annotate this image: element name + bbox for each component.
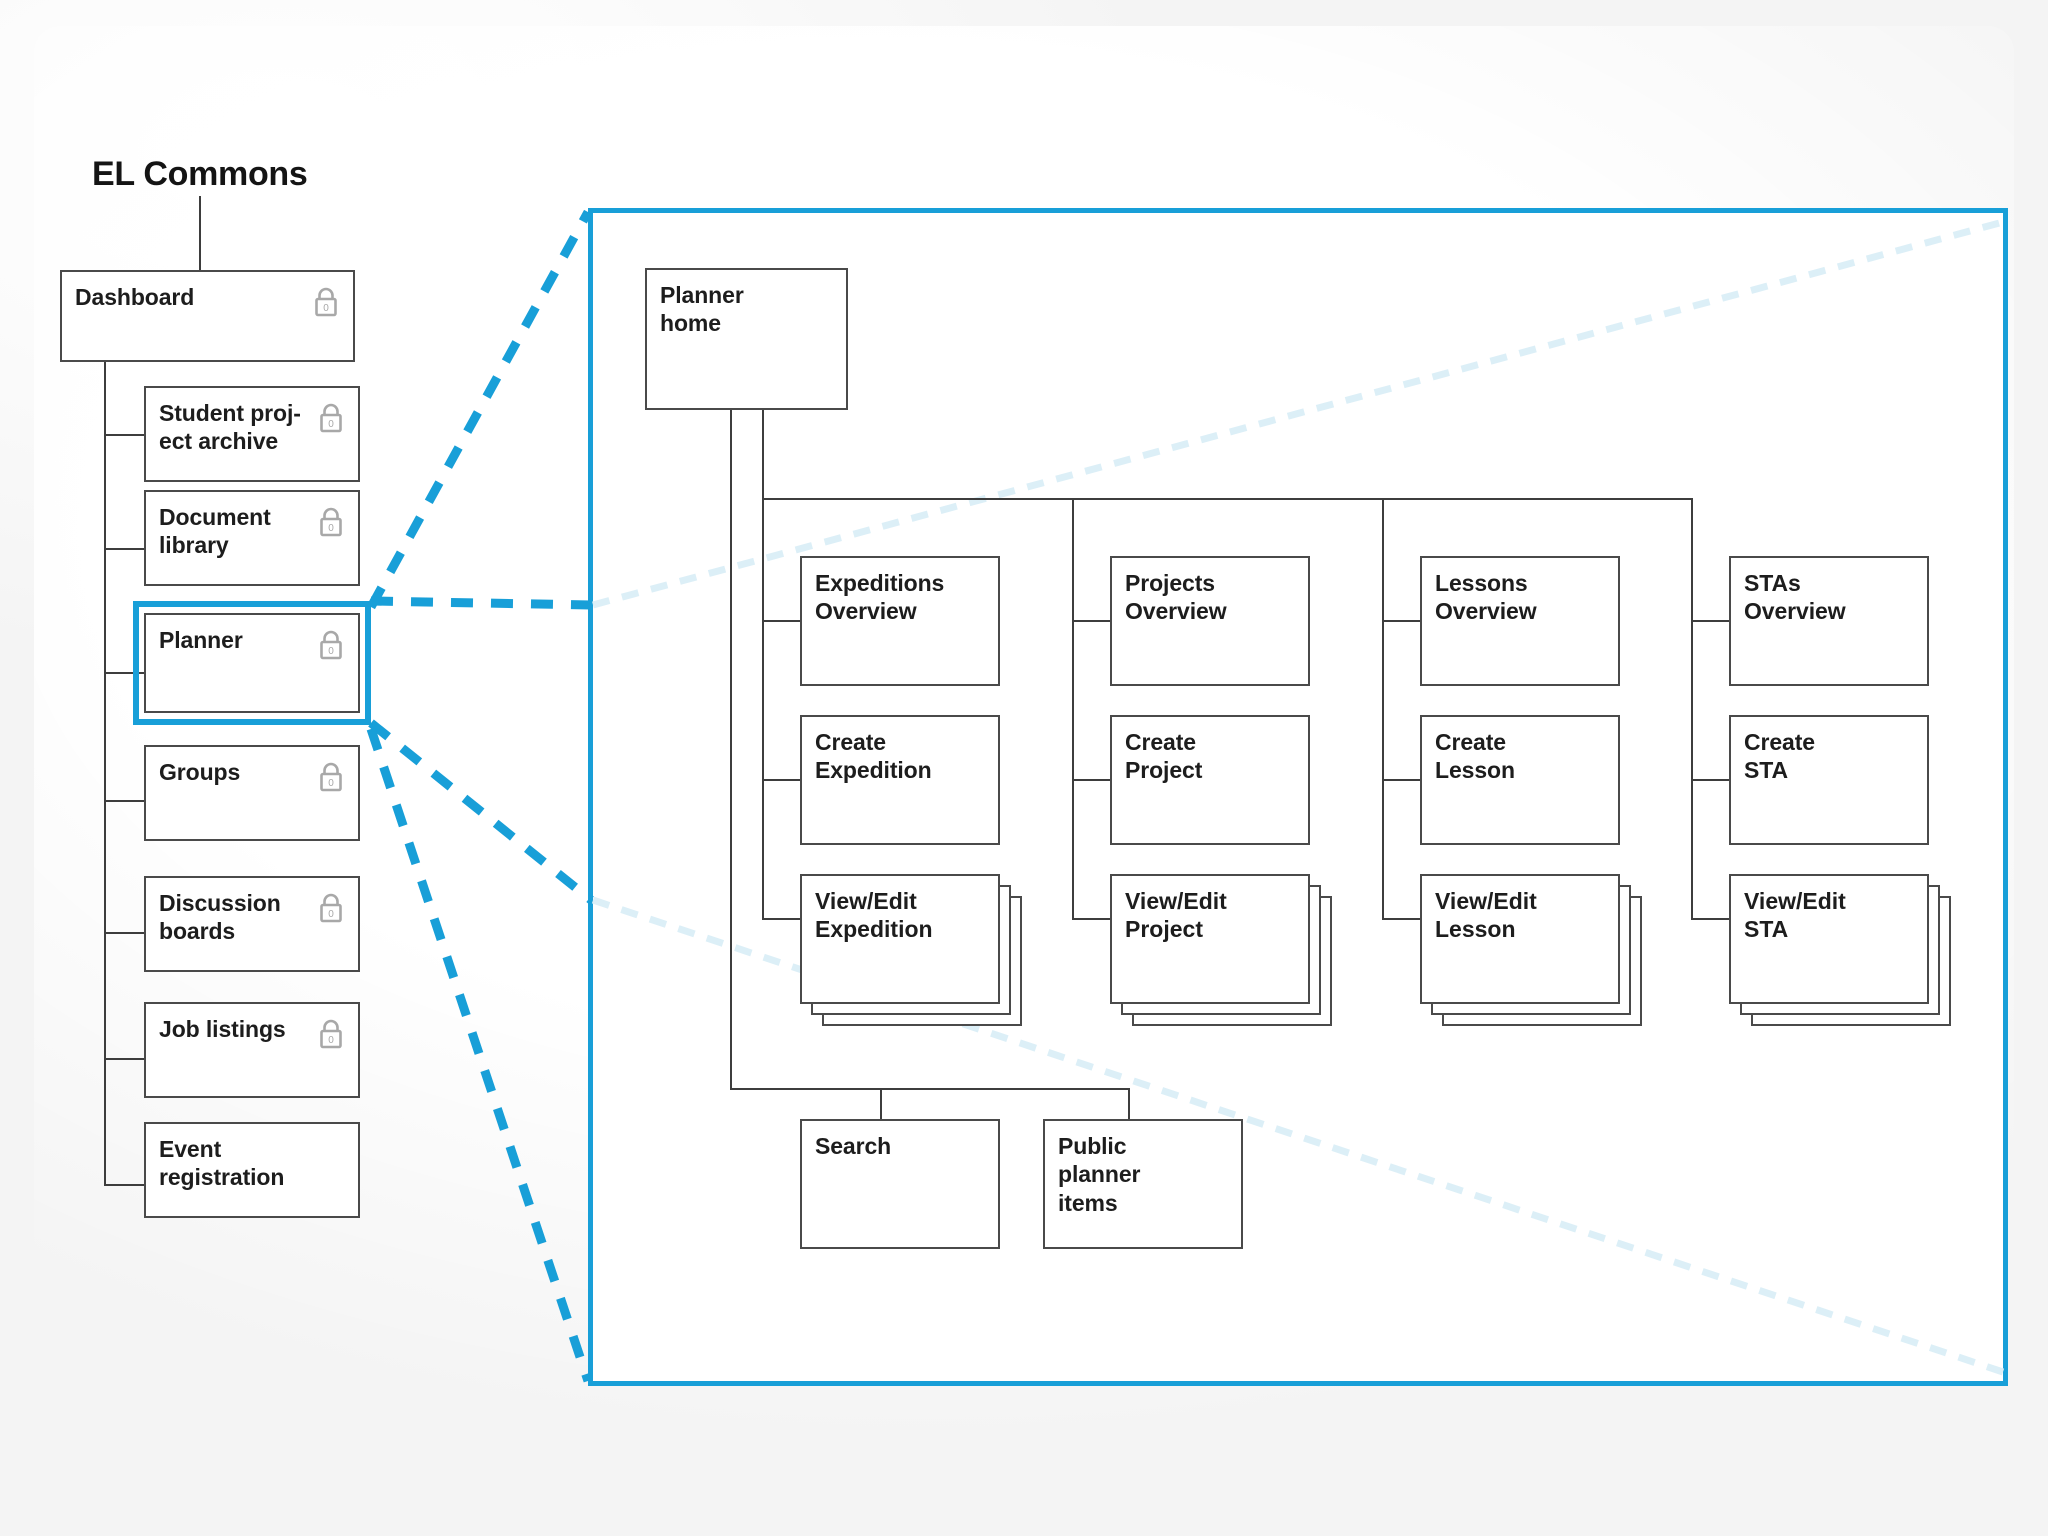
node-label: Create Project	[1125, 729, 1203, 784]
lock-icon: 0	[320, 403, 342, 433]
lock-icon: 0	[320, 762, 342, 792]
node-label: View/Edit Lesson	[1435, 888, 1537, 943]
connector-c4-create	[1691, 779, 1731, 781]
sidebar-item-label: Discussion boards	[159, 890, 281, 945]
connector-bottom-search-stem	[880, 1088, 882, 1121]
sidebar-item-groups[interactable]: Groups 0	[144, 745, 360, 841]
connector-col1-stem	[762, 498, 764, 918]
lock-icon: 0	[320, 630, 342, 660]
svg-text:0: 0	[323, 303, 329, 314]
svg-text:0: 0	[328, 646, 334, 657]
connector-col4-stem	[1691, 498, 1693, 918]
node-label: Create STA	[1744, 729, 1815, 784]
sidebar-item-student-project-archive[interactable]: Student proj- ect archive 0	[144, 386, 360, 482]
node-create-lesson[interactable]: Create Lesson	[1420, 715, 1620, 845]
connector-child-6	[104, 1058, 146, 1060]
connector-c2-create	[1072, 779, 1112, 781]
connector-planner-home-branch-stem	[762, 410, 764, 500]
page-title: EL Commons	[92, 155, 308, 193]
sidebar-item-label: Planner	[159, 627, 243, 653]
connector-child-4	[104, 800, 146, 802]
node-label: Create Lesson	[1435, 729, 1515, 784]
svg-text:0: 0	[328, 1035, 334, 1046]
connector-child-7	[104, 1184, 146, 1186]
node-search[interactable]: Search	[800, 1119, 1000, 1249]
node-viewedit-expedition[interactable]: View/Edit Expedition	[800, 874, 1028, 1026]
node-public-planner-items[interactable]: Public planner items	[1043, 1119, 1243, 1249]
sidebar-item-label: Student proj- ect archive	[159, 400, 301, 455]
connector-columns-bus	[762, 498, 1693, 500]
node-label: Planner home	[660, 282, 744, 337]
connector-planner-home-spine	[730, 410, 732, 1090]
node-viewedit-project[interactable]: View/Edit Project	[1110, 874, 1338, 1026]
sidebar-item-job-listings[interactable]: Job listings 0	[144, 1002, 360, 1098]
node-label: Lessons Overview	[1435, 570, 1537, 625]
stack-sheet-front: View/Edit Expedition	[800, 874, 1000, 1004]
node-label: Expeditions Overview	[815, 570, 945, 625]
node-label: Create Expedition	[815, 729, 932, 784]
node-create-expedition[interactable]: Create Expedition	[800, 715, 1000, 845]
connector-c3-create	[1382, 779, 1422, 781]
connector-c1-create	[762, 779, 802, 781]
sidebar-item-label: Job listings	[159, 1016, 286, 1042]
sidebar-item-planner[interactable]: Planner 0	[144, 613, 360, 713]
stack-sheet-front: View/Edit STA	[1729, 874, 1929, 1004]
svg-text:0: 0	[328, 419, 334, 430]
svg-text:0: 0	[328, 909, 334, 920]
connector-sidebar-spine	[104, 362, 106, 1184]
lock-icon: 0	[320, 507, 342, 537]
sidebar-item-event-registration[interactable]: Event registration	[144, 1122, 360, 1218]
sidebar-item-label: Document library	[159, 504, 271, 559]
connector-bottom-public-stem	[1128, 1088, 1130, 1121]
connector-c1-viewedit	[762, 918, 802, 920]
node-label: View/Edit Expedition	[815, 888, 933, 943]
node-stas-overview[interactable]: STAs Overview	[1729, 556, 1929, 686]
node-planner-home[interactable]: Planner home	[645, 268, 848, 410]
node-label: Public planner items	[1058, 1133, 1141, 1216]
sidebar-item-dashboard[interactable]: Dashboard 0	[60, 270, 355, 362]
connector-c3-viewedit	[1382, 918, 1422, 920]
connector-title-stem	[199, 196, 201, 271]
lock-icon: 0	[320, 893, 342, 923]
sidebar-item-label: Dashboard	[75, 284, 195, 310]
sidebar-item-document-library[interactable]: Document library 0	[144, 490, 360, 586]
connector-col2-stem	[1072, 498, 1074, 918]
node-create-project[interactable]: Create Project	[1110, 715, 1310, 845]
connector-c3-overview	[1382, 620, 1422, 622]
node-viewedit-lesson[interactable]: View/Edit Lesson	[1420, 874, 1648, 1026]
lock-icon: 0	[315, 287, 337, 317]
svg-text:0: 0	[328, 778, 334, 789]
lock-icon: 0	[320, 1019, 342, 1049]
node-expeditions-overview[interactable]: Expeditions Overview	[800, 556, 1000, 686]
connector-col3-stem	[1382, 498, 1384, 918]
connector-child-2	[104, 548, 146, 550]
node-projects-overview[interactable]: Projects Overview	[1110, 556, 1310, 686]
node-label: View/Edit Project	[1125, 888, 1227, 943]
sidebar-item-discussion-boards[interactable]: Discussion boards 0	[144, 876, 360, 972]
connector-c2-viewedit	[1072, 918, 1112, 920]
planner-selection-ring	[133, 601, 371, 725]
node-label: Projects Overview	[1125, 570, 1227, 625]
node-lessons-overview[interactable]: Lessons Overview	[1420, 556, 1620, 686]
svg-text:0: 0	[328, 523, 334, 534]
node-label: STAs Overview	[1744, 570, 1846, 625]
node-viewedit-sta[interactable]: View/Edit STA	[1729, 874, 1957, 1026]
sidebar-item-label: Groups	[159, 759, 241, 785]
node-create-sta[interactable]: Create STA	[1729, 715, 1929, 845]
connector-c4-viewedit	[1691, 918, 1731, 920]
connector-c2-overview	[1072, 620, 1112, 622]
connector-child-3	[104, 672, 146, 674]
stack-sheet-front: View/Edit Project	[1110, 874, 1310, 1004]
stack-sheet-front: View/Edit Lesson	[1420, 874, 1620, 1004]
connector-child-5	[104, 932, 146, 934]
connector-bottom-bus	[730, 1088, 1130, 1090]
connector-child-1	[104, 434, 146, 436]
node-label: View/Edit STA	[1744, 888, 1846, 943]
connector-c1-overview	[762, 620, 802, 622]
node-label: Search	[815, 1133, 892, 1159]
connector-c4-overview	[1691, 620, 1731, 622]
sidebar-item-label: Event registration	[159, 1136, 285, 1191]
